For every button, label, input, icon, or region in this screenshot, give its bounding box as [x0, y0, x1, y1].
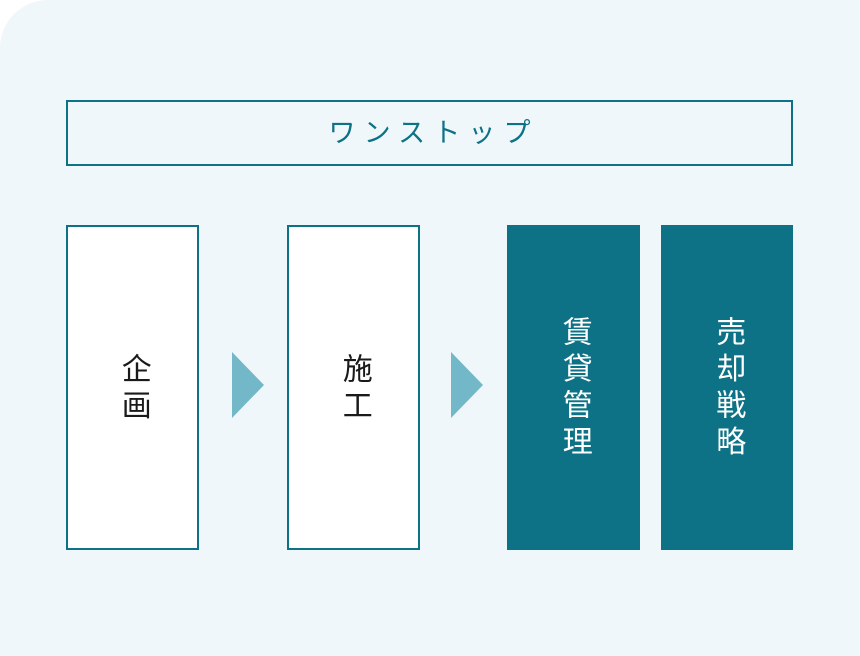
flow-step-sale-strategy: 売却戦略 — [661, 225, 793, 550]
flow-step-rental-management-label: 賃貸管理 — [557, 315, 591, 463]
one-stop-banner: ワンストップ — [66, 100, 793, 166]
flow-step-construction: 施工 — [287, 225, 420, 550]
flow-step-planning-label: 企画 — [116, 352, 150, 426]
one-stop-banner-label: ワンストップ — [328, 117, 539, 148]
flow-step-sale-strategy-label: 売却戦略 — [711, 315, 745, 463]
arrow-right-icon-1 — [232, 352, 264, 418]
flow-step-rental-management: 賃貸管理 — [507, 225, 640, 550]
flow-step-construction-label: 施工 — [337, 352, 371, 426]
arrow-right-icon-2 — [451, 352, 483, 418]
flow-step-planning: 企画 — [66, 225, 199, 550]
